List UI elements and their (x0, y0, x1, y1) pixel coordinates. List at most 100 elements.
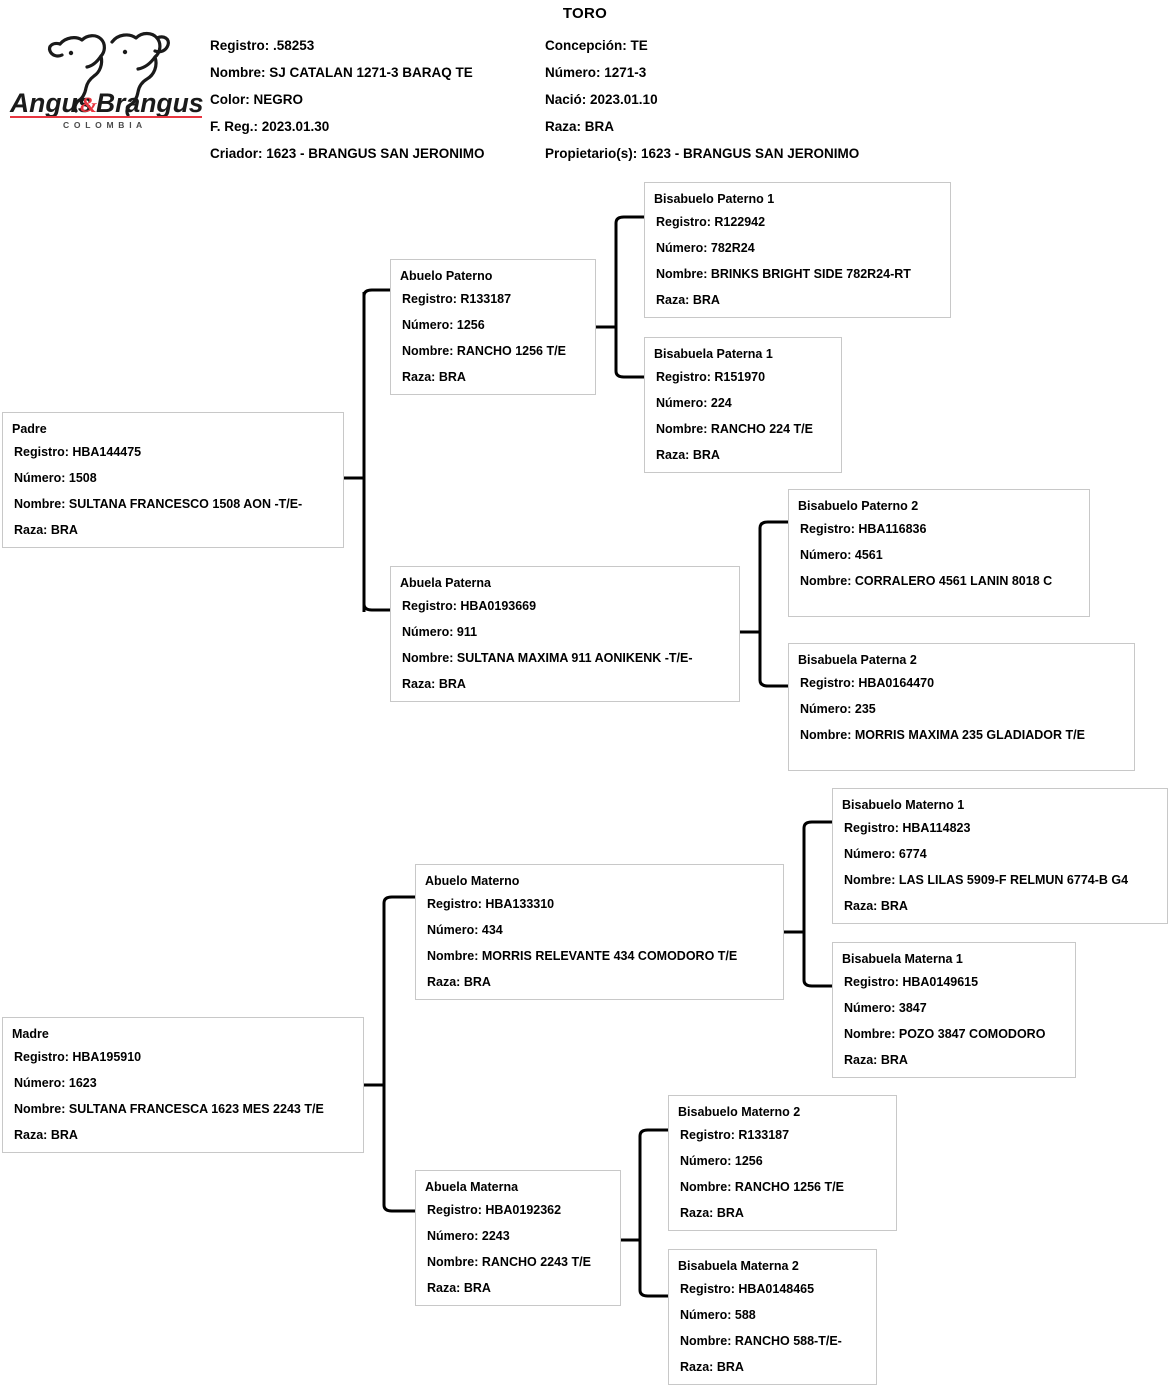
header-concepcion: Concepción: TE (545, 38, 648, 53)
header-criador: Criador: 1623 - BRANGUS SAN JERONIMO (210, 146, 485, 161)
header-nombre: Nombre: SJ CATALAN 1271-3 BARAQ TE (210, 65, 473, 80)
node-role: Bisabuelo Paterno 2 (798, 499, 919, 513)
node-role: Abuela Materna (425, 1180, 519, 1194)
node-role: Bisabuela Paterna 2 (798, 653, 917, 667)
node-bisabuela-paterna-2[interactable]: Bisabuela Paterna 2 Registro: HBA0164470… (788, 643, 1135, 771)
node-registro: Registro: HBA144475 (14, 445, 142, 459)
node-nombre: Nombre: LAS LILAS 5909-F RELMUN 6774-B G… (844, 873, 1129, 887)
node-role: Abuela Paterna (400, 576, 492, 590)
connector-abuelo-paterno-to-bisabuelos-1 (596, 205, 646, 385)
logo-word-angus: Angus (9, 88, 92, 118)
node-role: Bisabuelo Paterno 1 (654, 192, 775, 206)
node-numero: Número: 224 (656, 396, 732, 410)
node-registro: Registro: R151970 (656, 370, 766, 384)
node-abuela-materna[interactable]: Abuela Materna Registro: HBA0192362 Núme… (415, 1170, 621, 1306)
node-nombre: Nombre: RANCHO 1256 T/E (402, 344, 566, 358)
node-registro: Registro: HBA0192362 (427, 1203, 562, 1217)
node-nombre: Nombre: CORRALERO 4561 LANIN 8018 C (800, 574, 1053, 588)
node-numero: Número: 911 (402, 625, 478, 639)
node-bisabuelo-materno-1[interactable]: Bisabuelo Materno 1 Registro: HBA114823 … (832, 788, 1168, 924)
node-numero: Número: 1256 (402, 318, 485, 332)
node-registro: Registro: HBA116836 (800, 522, 927, 536)
node-padre[interactable]: Padre Registro: HBA144475 Número: 1508 N… (2, 412, 344, 548)
header-row: Color: NEGRO Nació: 2023.01.10 (210, 86, 1160, 113)
node-role: Abuelo Paterno (400, 269, 493, 283)
node-raza: Raza: BRA (402, 370, 466, 384)
node-nombre: Nombre: RANCHO 588-T/E- (680, 1334, 842, 1348)
header-row: Nombre: SJ CATALAN 1271-3 BARAQ TE Númer… (210, 59, 1160, 86)
node-nombre: Nombre: BRINKS BRIGHT SIDE 782R24-RT (656, 267, 911, 281)
node-nombre: Nombre: MORRIS MAXIMA 235 GLADIADOR T/E (800, 728, 1085, 742)
node-raza: Raza: BRA (427, 1281, 491, 1295)
node-raza: Raza: BRA (14, 1128, 78, 1142)
header-row: Criador: 1623 - BRANGUS SAN JERONIMO Pro… (210, 140, 1160, 167)
header-registro: Registro: .58253 (210, 38, 315, 53)
node-registro: Registro: R122942 (656, 215, 766, 229)
logo-country: C O L O M B I A (63, 120, 143, 130)
connector-madre-to-maternal-grandparents (360, 885, 418, 1215)
connector-abuelo-materno-to-bisabuelos-1 (784, 810, 834, 995)
header-numero: Número: 1271-3 (545, 65, 647, 80)
node-raza: Raza: BRA (656, 448, 720, 462)
node-nombre: Nombre: POZO 3847 COMODORO (844, 1027, 1046, 1041)
node-raza: Raza: BRA (656, 293, 720, 307)
node-numero: Número: 6774 (844, 847, 927, 861)
node-raza: Raza: BRA (680, 1360, 744, 1374)
node-registro: Registro: HBA114823 (844, 821, 971, 835)
node-registro: Registro: HBA0193669 (402, 599, 537, 613)
node-numero: Número: 1256 (680, 1154, 763, 1168)
node-raza: Raza: BRA (844, 899, 908, 913)
node-raza: Raza: BRA (844, 1053, 908, 1067)
node-role: Bisabuela Materna 1 (842, 952, 963, 966)
header-nacio: Nació: 2023.01.10 (545, 92, 658, 107)
node-numero: Número: 1508 (14, 471, 97, 485)
node-bisabuela-materna-1[interactable]: Bisabuela Materna 1 Registro: HBA0149615… (832, 942, 1076, 1078)
node-registro: Registro: HBA195910 (14, 1050, 142, 1064)
header-color: Color: NEGRO (210, 92, 303, 107)
node-bisabuelo-paterno-1[interactable]: Bisabuelo Paterno 1 Registro: R122942 Nú… (644, 182, 951, 318)
node-registro: Registro: R133187 (402, 292, 512, 306)
node-numero: Número: 3847 (844, 1001, 927, 1015)
page-title: TORO (562, 5, 608, 22)
angus-brangus-logo: Angus & Brangus C O L O M B I A (8, 22, 204, 130)
header-raza: Raza: BRA (545, 119, 615, 134)
node-abuela-paterna[interactable]: Abuela Paterna Registro: HBA0193669 Núme… (390, 566, 740, 702)
node-role: Bisabuelo Materno 1 (842, 798, 965, 812)
node-bisabuelo-materno-2[interactable]: Bisabuelo Materno 2 Registro: R133187 Nú… (668, 1095, 897, 1231)
header-propietario: Propietario(s): 1623 - BRANGUS SAN JERON… (545, 146, 860, 161)
header-row: Registro: .58253 Concepción: TE (210, 32, 1160, 59)
node-role: Bisabuela Paterna 1 (654, 347, 773, 361)
logo-word-brangus: Brangus (96, 88, 204, 118)
node-abuelo-paterno[interactable]: Abuelo Paterno Registro: R133187 Número:… (390, 259, 596, 395)
node-madre[interactable]: Madre Registro: HBA195910 Número: 1623 N… (2, 1017, 364, 1153)
node-nombre: Nombre: MORRIS RELEVANTE 434 COMODORO T/… (427, 949, 738, 963)
node-nombre: Nombre: SULTANA MAXIMA 911 AONIKENK -T/E… (402, 651, 693, 665)
node-registro: Registro: R133187 (680, 1128, 790, 1142)
connector-abuela-paterna-to-bisabuelos-2 (740, 510, 790, 695)
node-raza: Raza: BRA (427, 975, 491, 989)
node-role: Madre (12, 1027, 49, 1041)
logo-artwork: Angus & Brangus C O L O M B I A (9, 31, 204, 130)
connector-padre-to-paternal-grandparents (342, 282, 394, 612)
node-numero: Número: 782R24 (656, 241, 755, 255)
node-role: Padre (12, 422, 47, 436)
node-raza: Raza: BRA (14, 523, 78, 537)
node-nombre: Nombre: RANCHO 224 T/E (656, 422, 813, 436)
node-role: Bisabuela Materna 2 (678, 1259, 799, 1273)
node-abuelo-materno[interactable]: Abuelo Materno Registro: HBA133310 Númer… (415, 864, 784, 1000)
node-raza: Raza: BRA (402, 677, 466, 691)
node-numero: Número: 2243 (427, 1229, 510, 1243)
node-numero: Número: 588 (680, 1308, 756, 1322)
header-freg: F. Reg.: 2023.01.30 (210, 119, 330, 134)
node-registro: Registro: HBA0148465 (680, 1282, 815, 1296)
node-numero: Número: 434 (427, 923, 503, 937)
connector-abuela-materna-to-bisabuelos-2 (620, 1118, 672, 1303)
node-bisabuela-materna-2[interactable]: Bisabuela Materna 2 Registro: HBA0148465… (668, 1249, 877, 1385)
node-nombre: Nombre: SULTANA FRANCESCA 1623 MES 2243 … (14, 1102, 324, 1116)
node-nombre: Nombre: RANCHO 2243 T/E (427, 1255, 591, 1269)
node-bisabuelo-paterno-2[interactable]: Bisabuelo Paterno 2 Registro: HBA116836 … (788, 489, 1090, 617)
node-registro: Registro: HBA0164470 (800, 676, 935, 690)
node-numero: Número: 235 (800, 702, 876, 716)
node-bisabuela-paterna-1[interactable]: Bisabuela Paterna 1 Registro: R151970 Nú… (644, 337, 842, 473)
